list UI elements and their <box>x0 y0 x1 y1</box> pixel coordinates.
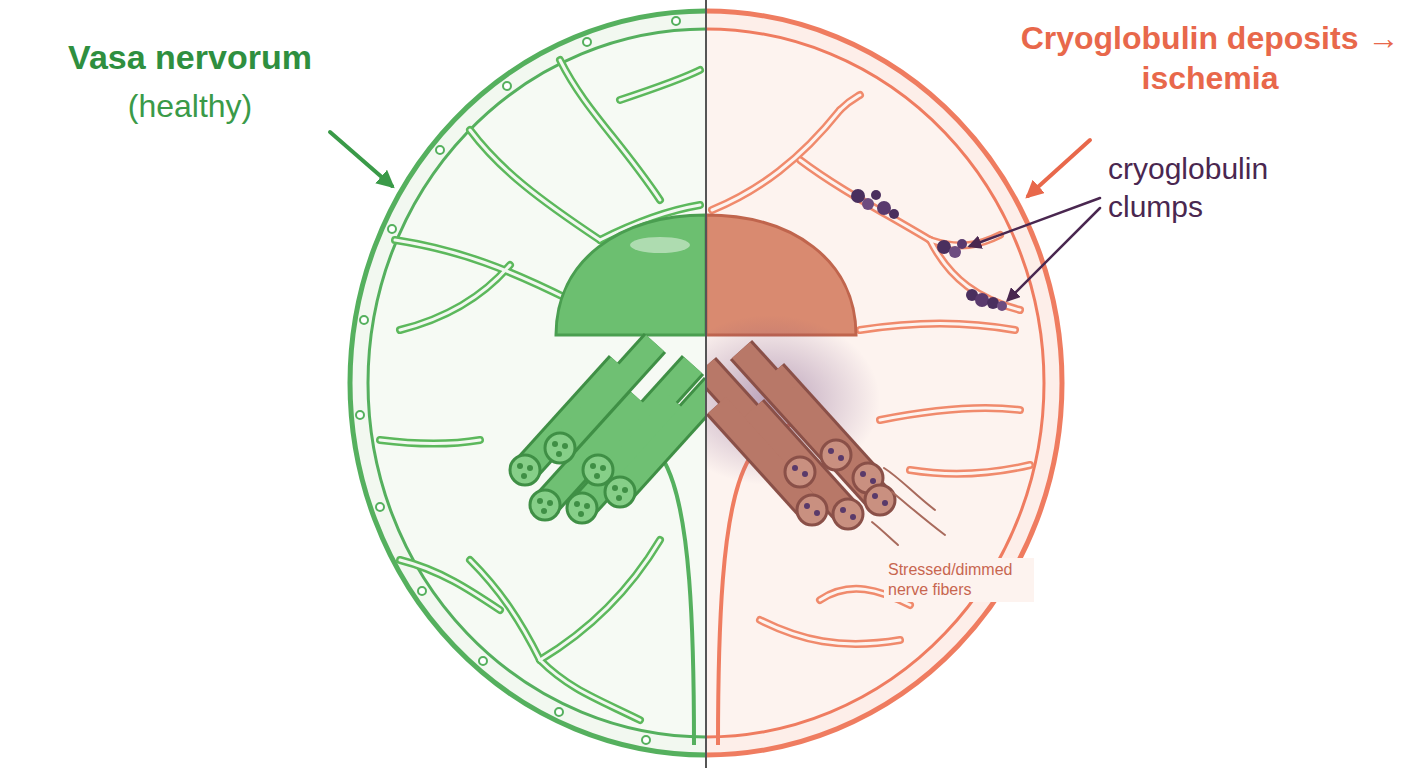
ischemic-half <box>706 29 1044 737</box>
fiber-bundle <box>525 343 706 508</box>
ring-dots <box>583 38 591 46</box>
leader-arrows <box>970 198 1100 246</box>
ischemic-half <box>706 11 1062 755</box>
cryoglobulin-clumps <box>937 240 951 254</box>
cryoglobulin-clumps <box>862 198 874 210</box>
ring-dots <box>356 411 364 419</box>
divider-line <box>705 0 707 768</box>
dome-highlight <box>630 237 690 253</box>
fiber-ends <box>510 455 540 485</box>
ring-dots <box>503 82 511 90</box>
ring-dots <box>555 708 563 716</box>
ischemic-half <box>706 11 1062 755</box>
nerve-dome <box>556 215 706 335</box>
fiber-bundle <box>706 350 880 514</box>
fiber-ends <box>821 440 851 470</box>
axon-dots <box>828 448 834 454</box>
fiber-ends <box>510 433 635 523</box>
region-subtitle: (healthy) <box>30 86 350 126</box>
axon-dots <box>594 473 600 479</box>
axon-dots <box>860 471 866 477</box>
axon-dots <box>840 507 846 513</box>
axon-dots <box>792 448 888 520</box>
fiber-bundle <box>525 343 706 508</box>
ring-dots <box>479 657 487 665</box>
healthy-half <box>368 29 706 737</box>
axon-dots <box>612 485 618 491</box>
fiber-ends <box>605 477 635 507</box>
frayed-strands <box>872 468 945 545</box>
healthy-half <box>350 11 706 755</box>
ring-dots <box>360 316 368 324</box>
annotation-text: Stressed/dimmed nerve fibers <box>884 558 1034 602</box>
leader-arrows <box>1008 208 1100 300</box>
ring-dots <box>376 503 384 511</box>
fiber-bundle <box>706 350 880 514</box>
ring-dots <box>388 225 396 233</box>
axon-dots <box>590 463 596 469</box>
axon-dots <box>616 495 622 501</box>
axon-dots <box>600 465 606 471</box>
frayed-strands <box>892 492 945 535</box>
fiber-bundle <box>525 343 706 508</box>
cryoglobulin-clumps <box>957 239 967 249</box>
cryoglobulin-clumps <box>851 189 1007 311</box>
axon-dots <box>814 510 820 516</box>
axon-dots <box>574 501 580 507</box>
region-title: Vasa nervorum <box>30 36 350 79</box>
ring-dots <box>672 17 680 25</box>
axon-dots <box>556 451 562 457</box>
cryoglobulin-clumps <box>877 201 891 215</box>
axon-dots <box>527 465 533 471</box>
fiber-ends <box>797 495 827 525</box>
ring-dots <box>418 587 426 595</box>
cryoglobulin-clumps <box>975 293 989 307</box>
axon-dots <box>838 455 844 461</box>
axon-dots <box>517 463 523 469</box>
fiber-ends <box>530 490 560 520</box>
leader-arrows <box>330 132 1100 300</box>
axon-dots <box>584 503 590 509</box>
axon-dots <box>537 498 543 504</box>
ring-dots <box>436 146 444 154</box>
axon-dots <box>850 514 856 520</box>
axon-dots <box>870 478 876 484</box>
fiber-ends <box>833 499 863 529</box>
fiber-ends <box>785 457 815 487</box>
fiber-ends <box>865 485 895 515</box>
callout-label: cryoglobulin clumps <box>1108 150 1338 225</box>
axon-dots <box>541 508 547 514</box>
axon-dots <box>792 465 798 471</box>
fiber-ends <box>785 440 895 529</box>
axon-dots <box>872 493 878 499</box>
leader-arrows <box>330 132 392 186</box>
region-title: Cryoglobulin deposits → ischemia <box>1020 18 1400 98</box>
leader-arrows <box>1028 140 1090 196</box>
axon-dots <box>552 441 558 447</box>
healthy-half <box>350 11 706 755</box>
cryoglobulin-clumps <box>997 301 1007 311</box>
fiber-bundle <box>706 350 880 514</box>
cryoglobulin-clumps <box>871 190 881 200</box>
fiber-ends <box>567 493 597 523</box>
axon-dots <box>804 503 810 509</box>
fiber-ends <box>545 433 575 463</box>
frayed-strands <box>872 522 898 545</box>
axon-dots <box>882 500 888 506</box>
axon-dots <box>622 487 628 493</box>
axon-dots <box>562 443 568 449</box>
axon-dots <box>802 471 808 477</box>
axon-dots <box>517 441 628 517</box>
ring-dots <box>642 736 650 744</box>
cryoglobulin-clumps <box>889 209 899 219</box>
frayed-strands <box>884 468 935 510</box>
axon-dots <box>547 500 553 506</box>
axon-dots <box>578 511 584 517</box>
axon-dots <box>521 473 527 479</box>
